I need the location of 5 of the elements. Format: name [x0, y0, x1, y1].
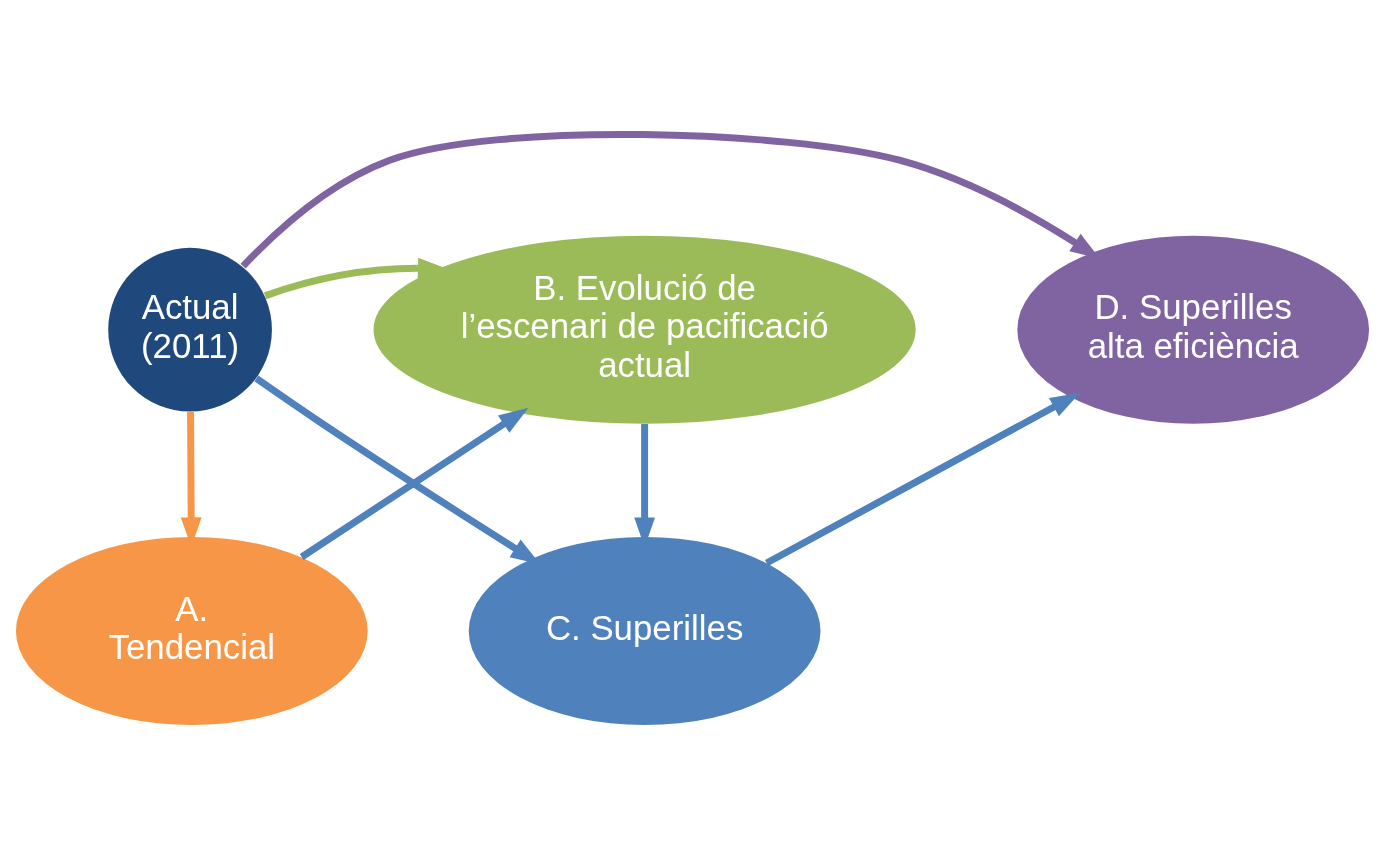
node-ellipse: B. Evolució de l’escenari de pacificació actual — [373, 235, 916, 424]
arrow — [765, 392, 1081, 566]
node-circle: Actual (2011) — [108, 247, 272, 412]
node-ellipse: A. Tendencial — [15, 536, 368, 725]
arrow — [299, 407, 529, 560]
